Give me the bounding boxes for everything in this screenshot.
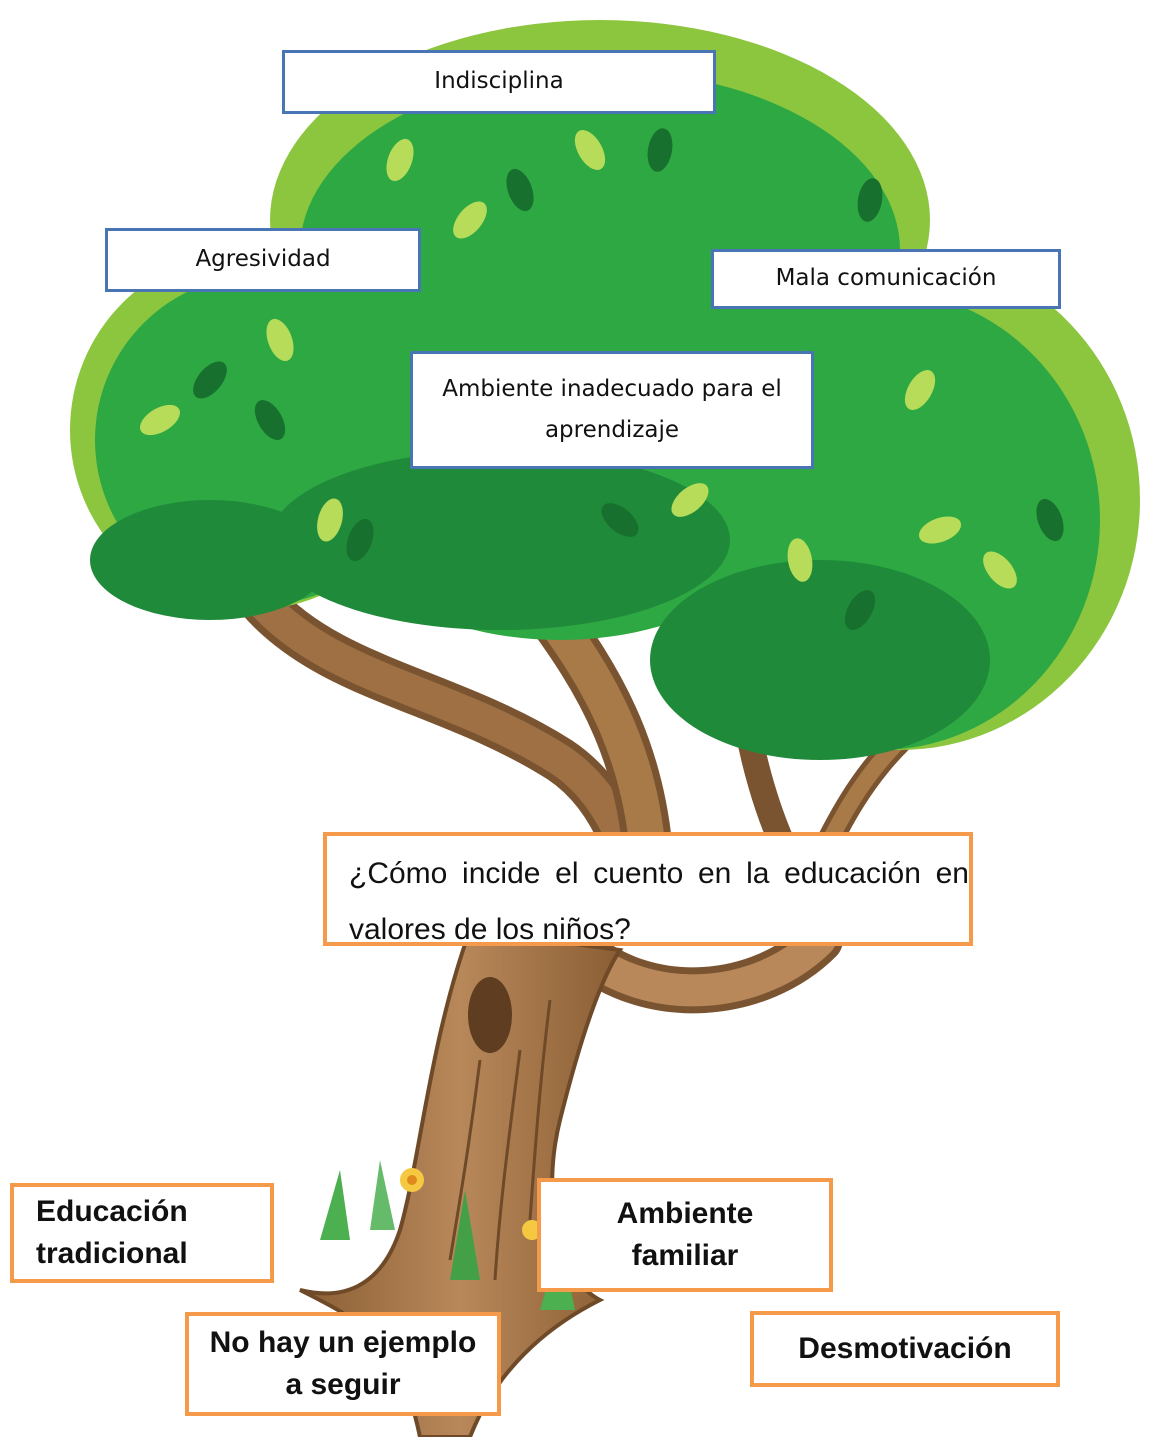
- effect-agresividad: Agresividad: [105, 228, 421, 292]
- effect-ambiente-inadecuado: Ambiente inadecuado para el aprendizaje: [410, 351, 814, 469]
- cause-educacion-tradicional: Educación tradicional: [10, 1183, 274, 1283]
- cause-ambiente-familiar-label: Ambiente familiar: [616, 1197, 754, 1272]
- effect-indisciplina: Indisciplina: [282, 50, 716, 114]
- effect-indisciplina-label: Indisciplina: [434, 68, 564, 95]
- cause-desmotivacion-label: Desmotivación: [798, 1332, 1012, 1365]
- central-problem: ¿Cómo incide el cuento en la educación e…: [323, 832, 973, 946]
- effect-ambiente-inadecuado-label: Ambiente inadecuado para el aprendizaje: [442, 375, 782, 443]
- cause-desmotivacion: Desmotivación: [750, 1311, 1060, 1387]
- cause-ambiente-familiar: Ambiente familiar: [537, 1178, 833, 1292]
- effect-mala-comunicacion: Mala comunicación: [711, 249, 1061, 309]
- effect-mala-comunicacion-label: Mala comunicación: [775, 265, 997, 292]
- cause-educacion-tradicional-label: Educación tradicional: [36, 1195, 188, 1270]
- cause-no-hay-ejemplo-label: No hay un ejemplo a seguir: [209, 1326, 477, 1401]
- cause-no-hay-ejemplo: No hay un ejemplo a seguir: [185, 1312, 501, 1416]
- central-problem-question: ¿Cómo incide el cuento en la educación e…: [349, 857, 969, 946]
- tree-trunk: [299, 927, 624, 1437]
- grass-and-flowers: [320, 1160, 575, 1310]
- effect-agresividad-label: Agresividad: [195, 246, 331, 273]
